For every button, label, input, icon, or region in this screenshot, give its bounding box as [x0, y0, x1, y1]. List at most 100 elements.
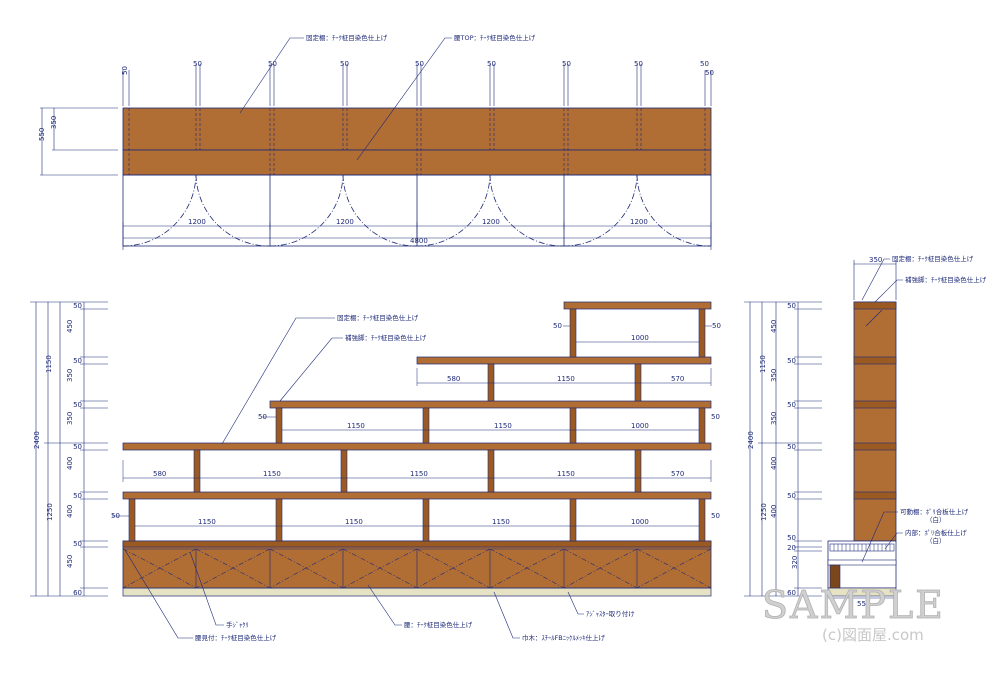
side-note-movable-shelf-sub: （白） [926, 515, 946, 524]
front-left-dim: 400 [66, 457, 74, 470]
tier2-end-dim: 50 [111, 512, 120, 520]
side-note-interior: 内部：ﾎﾟﾘ合板仕上げ [905, 528, 967, 537]
side-left-dim: 400 [770, 457, 778, 470]
side-body [853, 301, 897, 542]
front-left-dim: 50 [73, 540, 82, 548]
side-note-movable-shelf: 可動棚：ﾎﾟﾘ合板仕上げ [900, 507, 969, 516]
tier2-dim: 1150 [198, 518, 216, 526]
front-note-baseboard: 巾木：ｽﾁｰﾙFBﾆｯｹﾙﾒｯｷ仕上げ [522, 633, 605, 642]
front-mid-dim: 1150 [45, 355, 53, 373]
front-left-dim: 50 [73, 401, 82, 409]
tier2-dim: 1000 [631, 518, 649, 526]
tier4-dim: 1150 [494, 422, 512, 430]
tier2-end-dim: 50 [711, 512, 720, 520]
plan-top-dim: 50 [340, 60, 349, 68]
side-depth-dim: 350 [869, 256, 882, 264]
tier4-dim: 1000 [631, 422, 649, 430]
side-mid-dim: 1250 [760, 503, 768, 521]
side-note-fixed-shelf: 固定棚：ﾁｰｸ柾目染色仕上げ [892, 254, 974, 263]
tier3-dim: 1150 [263, 470, 281, 478]
front-left-dim: 350 [66, 412, 74, 425]
front-shelf-tier5 [416, 356, 712, 365]
plan-top-dim: 50 [705, 69, 714, 77]
plan-module-dim: 1200 [630, 218, 648, 226]
front-left-dim: 450 [66, 320, 74, 333]
plan-module-dim: 1200 [336, 218, 354, 226]
tier3-dim: 570 [671, 470, 684, 478]
plan-module-dim: 1200 [188, 218, 206, 226]
tier3-dim: 1150 [557, 470, 575, 478]
front-left-dim: 50 [73, 492, 82, 500]
plan-depth-outer: 550 [38, 128, 46, 141]
front-mid-dim: 1250 [46, 503, 54, 521]
side-left-dim: 20 [787, 544, 796, 552]
side-left-dim: 50 [787, 492, 796, 500]
plan-top-dim: 50 [415, 60, 424, 68]
tier3-dim: 1150 [410, 470, 428, 478]
side-left-dim: 350 [770, 412, 778, 425]
top-view: 50 50 50 50 50 50 50 50 50 50 550 350 12… [38, 33, 714, 250]
side-note-reinforcement: 補強脚：ﾁｰｸ柾目染色仕上げ [905, 275, 987, 284]
side-left-dim: 50 [787, 534, 796, 542]
watermark-sub: (c)図面屋.com [822, 626, 924, 644]
side-left-dim: 50 [787, 401, 796, 409]
front-plinth [122, 587, 712, 597]
front-view: 50 450 50 350 50 350 50 400 50 400 50 45… [30, 301, 721, 642]
tier6-dim: 1000 [631, 334, 649, 342]
front-total-dim: 2400 [33, 431, 41, 449]
watermark-main: SAMPLE [762, 583, 945, 627]
side-left-dim: 350 [770, 369, 778, 382]
plan-depth-inner: 350 [50, 116, 58, 129]
plan-top-dim: 50 [193, 60, 202, 68]
side-left-dim: 50 [787, 357, 796, 365]
front-shelf-tier6 [563, 301, 712, 310]
plan-top-dim: 50 [634, 60, 643, 68]
tier4-end-dim: 50 [711, 413, 720, 421]
front-left-dim: 350 [66, 369, 74, 382]
front-note-fixed-shelf: 固定棚：ﾁｰｸ柾目染色仕上げ [337, 313, 419, 322]
front-shelf-tier2 [122, 491, 712, 500]
side-left-dim: 50 [787, 302, 796, 310]
tier4-dim: 1150 [347, 422, 365, 430]
tier6-end-dim: 50 [712, 322, 721, 330]
plan-module-dim: 1200 [482, 218, 500, 226]
plan-top-dim: 50 [700, 60, 709, 68]
front-note-adjuster: ｱｼﾞｬｽﾀｰ取り付け [586, 609, 635, 618]
side-total-dim: 2400 [747, 431, 755, 449]
front-note-base: 腰：ﾁｰｸ柾目染色仕上げ [404, 620, 473, 629]
tier6-end-dim: 50 [553, 322, 562, 330]
front-left-dim: 400 [66, 505, 74, 518]
front-left-dim: 60 [73, 589, 82, 597]
front-left-dim: 50 [73, 443, 82, 451]
plan-note-fixed-shelf: 固定棚：ﾁｰｸ柾目染色仕上げ [306, 33, 388, 42]
side-left-dim: 320 [791, 556, 799, 569]
front-note-base-face: 腰見付：ﾁｰｸ柾目染色仕上げ [195, 633, 277, 642]
tier3-dim: 580 [153, 470, 166, 478]
front-note-reinforcement: 補強脚：ﾁｰｸ柾目染色仕上げ [345, 333, 427, 342]
front-left-dim: 450 [66, 555, 74, 568]
side-bottom-depth-dim: 550 [857, 600, 870, 608]
front-shelf-tier4 [269, 400, 712, 409]
side-note-interior-sub: （白） [926, 536, 946, 545]
tier2-dim: 1150 [492, 518, 510, 526]
side-left-dim: 50 [787, 443, 796, 451]
side-left-dim: 450 [770, 320, 778, 333]
tier4-end-dim: 50 [258, 413, 267, 421]
front-left-dim: 50 [73, 302, 82, 310]
front-shelf-tier3 [122, 442, 712, 451]
tier5-dim: 1150 [557, 375, 575, 383]
side-left-dim: 400 [770, 505, 778, 518]
side-left-dim: 60 [787, 589, 796, 597]
tier2-dim: 1150 [345, 518, 363, 526]
plan-total-dim: 4800 [410, 237, 428, 245]
watermark: SAMPLE (c)図面屋.com [762, 583, 945, 644]
front-note-handle: 手ｼﾞｬｸﾘ [226, 620, 249, 629]
side-view: 350 550 50 450 50 350 50 350 50 400 50 4… [744, 254, 987, 608]
front-left-dim: 50 [73, 357, 82, 365]
tier5-dim: 570 [671, 375, 684, 383]
plan-note-base-top: 腰TOP：ﾁｰｸ柾目染色仕上げ [454, 33, 536, 42]
plan-top-dim: 50 [487, 60, 496, 68]
tier5-dim: 580 [447, 375, 460, 383]
plan-top-dim: 50 [562, 60, 571, 68]
